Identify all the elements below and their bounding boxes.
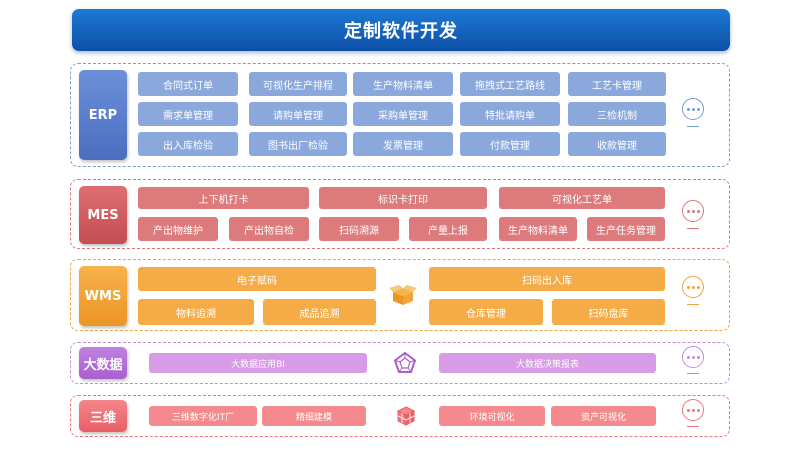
mes-box-3[interactable]: 可视化工艺单 bbox=[499, 187, 665, 209]
mes-section: MES 上下机打卡 标识卡打印 可视化工艺单 产出物维护 产出物自检 扫码溯源 … bbox=[70, 179, 730, 249]
mes-box-4[interactable]: 产出物维护 bbox=[138, 217, 218, 241]
wms-box-4[interactable]: 扫码出入库 bbox=[429, 267, 665, 291]
ellipsis-circle-icon[interactable] bbox=[682, 346, 704, 368]
divider bbox=[687, 426, 699, 427]
mes-box-7[interactable]: 产量上报 bbox=[409, 217, 487, 241]
wms-box-2[interactable]: 物料追溯 bbox=[138, 299, 254, 325]
erp-box[interactable]: 图书出厂检验 bbox=[249, 132, 347, 156]
divider bbox=[687, 228, 699, 229]
erp-box[interactable]: 请购单管理 bbox=[249, 102, 347, 126]
erp-box[interactable]: 付款管理 bbox=[460, 132, 560, 156]
wms-box-6[interactable]: 扫码盘库 bbox=[552, 299, 665, 325]
wms-box-1[interactable]: 电子赋码 bbox=[138, 267, 376, 291]
erp-box[interactable]: 工艺卡管理 bbox=[568, 72, 666, 96]
wms-section: WMS 电子赋码 物料追溯 成品追溯 扫码出入库 仓库管理 扫码盘库 bbox=[70, 259, 730, 331]
mes-label: MES bbox=[79, 186, 127, 244]
erp-box[interactable]: 拖拽式工艺路线 bbox=[460, 72, 560, 96]
mes-box-9[interactable]: 生产任务管理 bbox=[587, 217, 665, 241]
bigdata-box-1[interactable]: 大数据应用BI bbox=[149, 353, 367, 373]
cube-icon bbox=[396, 406, 416, 426]
erp-box[interactable]: 采购单管理 bbox=[353, 102, 453, 126]
pentagon-network-icon bbox=[393, 351, 417, 373]
threed-box-1[interactable]: 三维数字化IT厂 bbox=[149, 406, 257, 426]
erp-box[interactable]: 生产物料清单 bbox=[353, 72, 453, 96]
erp-box[interactable]: 三检机制 bbox=[568, 102, 666, 126]
divider bbox=[687, 373, 699, 374]
erp-box[interactable]: 出入库检验 bbox=[138, 132, 238, 156]
mes-box-8[interactable]: 生产物料清单 bbox=[499, 217, 577, 241]
ellipsis-circle-icon[interactable] bbox=[682, 399, 704, 421]
erp-label: ERP bbox=[79, 70, 127, 160]
box-open-icon bbox=[389, 285, 417, 305]
ellipsis-circle-icon[interactable] bbox=[682, 98, 704, 120]
page-title: 定制软件开发 bbox=[72, 9, 730, 51]
threed-box-3[interactable]: 环境可视化 bbox=[439, 406, 545, 426]
erp-box[interactable]: 合同式订单 bbox=[138, 72, 238, 96]
threed-label: 三维 bbox=[79, 400, 127, 432]
erp-section: ERP 合同式订单可视化生产排程生产物料清单拖拽式工艺路线工艺卡管理需求单管理请… bbox=[70, 63, 730, 167]
wms-box-5[interactable]: 仓库管理 bbox=[429, 299, 543, 325]
divider bbox=[687, 304, 699, 305]
wms-label: WMS bbox=[79, 266, 127, 326]
erp-box[interactable]: 收款管理 bbox=[568, 132, 666, 156]
bigdata-section: 大数据 大数据应用BI 大数据决策报表 bbox=[70, 342, 730, 384]
bigdata-box-2[interactable]: 大数据决策报表 bbox=[439, 353, 656, 373]
mes-box-5[interactable]: 产出物自检 bbox=[229, 217, 309, 241]
ellipsis-circle-icon[interactable] bbox=[682, 200, 704, 222]
divider bbox=[687, 126, 699, 127]
mes-box-1[interactable]: 上下机打卡 bbox=[138, 187, 309, 209]
mes-box-6[interactable]: 扫码溯源 bbox=[319, 217, 399, 241]
erp-box[interactable]: 发票管理 bbox=[353, 132, 453, 156]
wms-box-3[interactable]: 成品追溯 bbox=[263, 299, 376, 325]
erp-box[interactable]: 特批请购单 bbox=[460, 102, 560, 126]
threed-box-4[interactable]: 资产可视化 bbox=[551, 406, 656, 426]
erp-box[interactable]: 可视化生产排程 bbox=[249, 72, 347, 96]
threed-box-2[interactable]: 精细建模 bbox=[262, 406, 366, 426]
erp-box[interactable]: 需求单管理 bbox=[138, 102, 238, 126]
threed-section: 三维 三维数字化IT厂 精细建模 环境可视化 资产可视化 bbox=[70, 395, 730, 437]
mes-box-2[interactable]: 标识卡打印 bbox=[319, 187, 487, 209]
bigdata-label: 大数据 bbox=[79, 347, 127, 379]
ellipsis-circle-icon[interactable] bbox=[682, 276, 704, 298]
